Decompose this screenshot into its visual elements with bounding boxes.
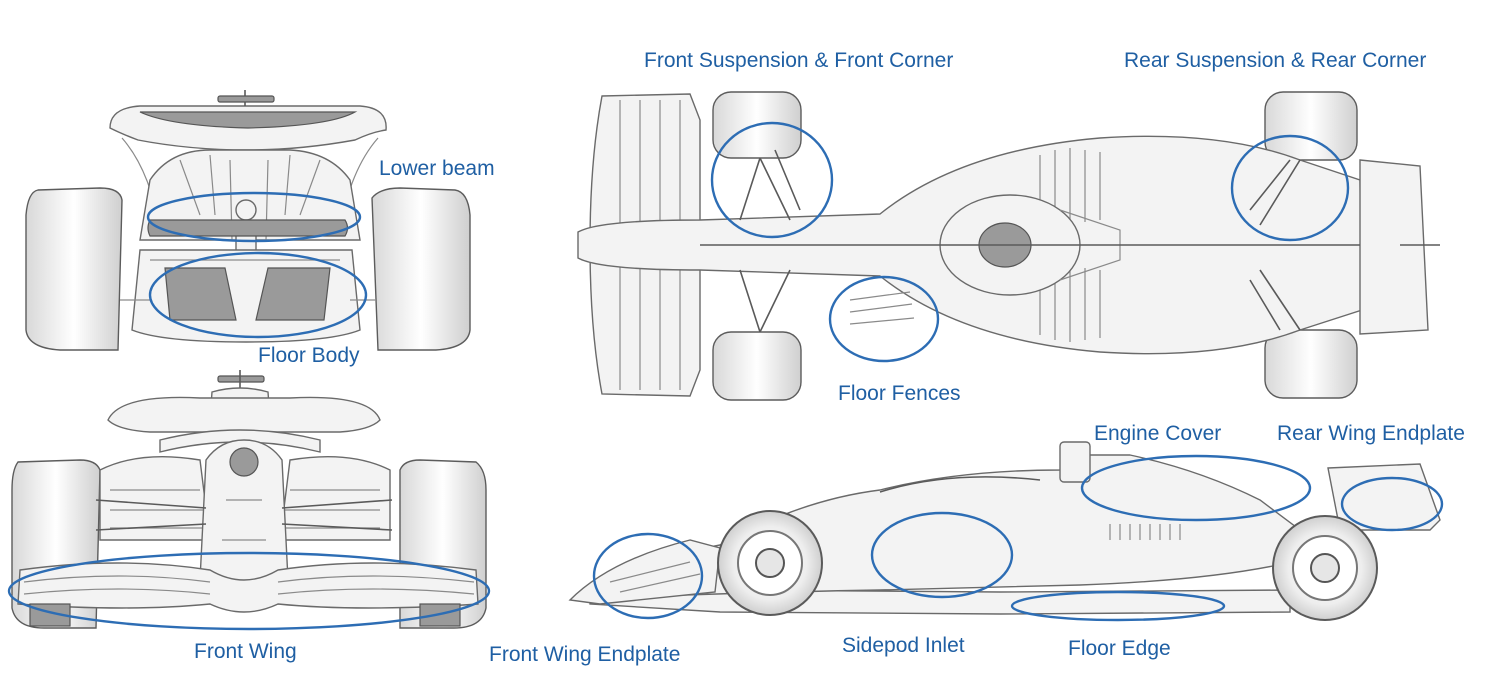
front-wing-endplate-ring: [592, 532, 704, 620]
left-sidepod: [99, 455, 211, 541]
top-view-car: [577, 91, 1440, 401]
rear-suspension-label: Rear Suspension & Rear Corner: [1124, 49, 1426, 72]
lower-beam-ring: [146, 191, 362, 243]
right-sidepod: [279, 455, 391, 541]
rear-wing-front-view: [107, 396, 381, 433]
engine-cover-ring: [1080, 454, 1312, 522]
diffuser-tunnels: [164, 267, 331, 321]
floor-body-label: Floor Body: [258, 344, 360, 367]
rear-wing-endplate-label: Rear Wing Endplate: [1277, 422, 1465, 445]
side-rear-wheel: [1272, 515, 1378, 621]
floor-edge-label: Floor Edge: [1068, 637, 1171, 660]
lower-beam-part: [147, 219, 349, 237]
rear-body: [139, 149, 361, 241]
top-rear-wing: [1359, 159, 1429, 335]
front-wing-label: Front Wing: [194, 640, 297, 663]
floor-edge-ring: [1010, 590, 1226, 622]
front-wing-ring: [7, 551, 491, 631]
side-front-wheel: [717, 510, 823, 616]
floor-fences-ring: [828, 275, 940, 363]
floor-body-ring: [148, 251, 368, 339]
floor-fences-label: Floor Fences: [838, 382, 961, 405]
rear-view-car: [25, 90, 471, 351]
sidepod-inlet-ring: [870, 511, 1014, 599]
front-suspension-ring: [710, 121, 834, 239]
rear-suspension-ring: [1230, 134, 1350, 242]
top-rear-right-tyre: [1264, 329, 1358, 399]
front-wing-part: [17, 562, 479, 613]
front-view-car: [7, 370, 491, 631]
front-wing-endplate-label: Front Wing Endplate: [489, 643, 680, 666]
rear-wing-flap: [139, 111, 358, 129]
rear-right-tyre: [371, 187, 471, 351]
lower-beam-label: Lower beam: [379, 157, 495, 180]
top-rear-left-tyre: [1264, 91, 1358, 161]
sidepod-inlet-label: Sidepod Inlet: [842, 634, 965, 657]
side-view-car: [568, 441, 1444, 622]
front-suspension-label: Front Suspension & Front Corner: [644, 49, 953, 72]
top-front-right-tyre: [712, 331, 802, 401]
side-airbox: [1059, 441, 1091, 483]
rear-wing-endplate-ring: [1340, 476, 1444, 532]
engine-cover-label: Engine Cover: [1094, 422, 1221, 445]
rear-left-tyre: [25, 187, 123, 351]
